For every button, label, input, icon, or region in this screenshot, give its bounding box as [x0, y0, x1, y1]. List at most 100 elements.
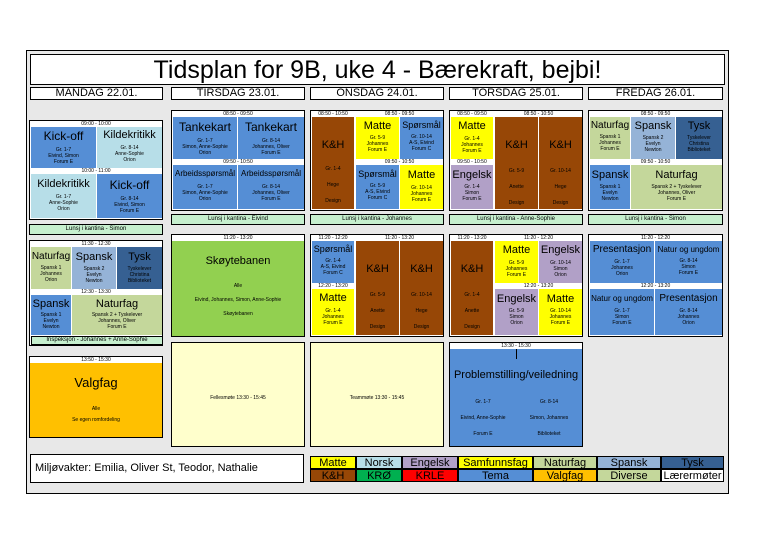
time-label: 08:50 - 09:50 — [384, 111, 415, 117]
lesson-kh: K&H Gr. 5-9 Anette Design — [495, 117, 538, 209]
lesson-title: Matte — [546, 293, 575, 305]
lesson-title: Arbeidsspørsmål — [240, 169, 301, 178]
wednesday-morning: 08:50 - 10:50 08:50 - 09:50 K&H Gr. 1-4 … — [310, 110, 444, 211]
day-header-wednesday: ONSDAG 24.01. — [310, 87, 444, 100]
lesson-title: Natur og ungdom — [657, 245, 720, 254]
time-label: 12:30 - 13:30 — [81, 289, 111, 295]
lesson-title: Matte — [363, 120, 392, 132]
lesson-spansk: Spansk Spansk 2 Evelyn Newton — [631, 117, 675, 159]
lesson-title: Naturfag — [655, 169, 698, 181]
lesson-matte: Matte Gr. 1-4 Johannes Forum E — [451, 117, 493, 159]
legend-diverse: Diverse — [597, 469, 661, 482]
legend-tysk: Tysk — [661, 456, 724, 469]
lesson-title: Spansk — [634, 120, 672, 132]
time-label: 11:20 - 13:20 — [457, 235, 487, 241]
lesson-title: Spansk — [591, 169, 629, 181]
lesson-title: K&H — [410, 263, 433, 275]
lunch-bar: Lunsj i kantina - Johannes — [310, 214, 444, 225]
lesson-tysk: Tysk Tyskelever Christina Biblioteket — [676, 117, 722, 159]
inspection-bar: Inspeksjon - Johannes + Anne-Sophie — [31, 336, 162, 345]
legend-tema: Tema — [458, 469, 533, 482]
lunch-bar: Lunsj i kantina - Eivind — [171, 214, 305, 225]
lesson-tysk: Tysk Tyskelever Christina Biblioteket — [117, 247, 162, 289]
time-label: 13:30 - 15:30 — [450, 343, 582, 349]
group-1-info: Gr. 1-7 Eivind, Anne-Sophie Forum E — [460, 399, 506, 437]
time-label: 12:20 - 13:20 — [640, 283, 671, 289]
day-header-tuesday: TIRSDAG 23.01. — [171, 87, 305, 100]
lesson-kildekritikk: Kildekritikk Gr. 1-7 Anne-Sophie Orion — [31, 174, 96, 218]
group-2-info: Gr. 8-14 Simon, Johannes Biblioteket — [529, 399, 569, 437]
lesson-title: Presentasjon — [659, 293, 718, 304]
time-label: 09:50 - 10:50 — [223, 159, 253, 165]
lesson-presentasjon: Presentasjon Gr. 1-7 Johannes Orion — [590, 241, 654, 283]
time-label: 08:50 - 10:50 — [318, 111, 348, 117]
lesson-presentasjon: Presentasjon Gr. 8-14 Johannes Orion — [655, 289, 722, 335]
lesson-kildekritikk: Kildekritikk Gr. 8-14 Anne-Sophie Orion — [97, 127, 162, 168]
lesson-title: K&H — [460, 263, 484, 275]
legend-samfunnsfag: Samfunnsfag — [458, 456, 533, 469]
lesson-spansk: Spansk Spansk 1 Evelyn Newton — [31, 295, 71, 335]
lesson-spansk: Spansk Spansk 2 Evelyn Newton — [72, 247, 116, 289]
lesson-title: K&H — [505, 139, 528, 151]
lesson-kh: K&H Gr. 10-14 Hege Design — [539, 117, 582, 209]
friday-midday: 11:20 - 12:20 Presentasjon Gr. 1-7 Johan… — [588, 234, 723, 337]
day-header-thursday: TORSDAG 25.01. — [449, 87, 583, 100]
schedule-sheet: Tidsplan for 9B, uke 4 - Bærekraft, bejb… — [26, 50, 729, 494]
legend-valgfag: Valgfag — [533, 469, 597, 482]
lunch-bar: Lunsj i kantina - Anne-Sophie — [449, 214, 583, 225]
lesson-title: Engelsk — [540, 244, 581, 256]
time-label: 09:50 - 10:50 — [457, 159, 487, 165]
lesson-title: Matte — [502, 244, 531, 256]
lunch-bar: Lunsj i kantina - Simon — [588, 214, 723, 225]
lesson-title: Engelsk — [496, 293, 537, 305]
lesson-sporsmal: Spørsmål Gr. 5-9 A-S, Eivind Forum C — [356, 165, 399, 209]
teammote-block: Teammøte 13:30 - 15:45 — [310, 342, 444, 447]
time-label: 11:20 - 12:20 — [523, 235, 554, 241]
lesson-naturfag: Naturfag Spansk 1 Johannes Forum E — [590, 117, 630, 159]
lesson-tankekart: Tankekart Gr. 1-7 Simon, Anne-Sophie Ori… — [173, 117, 237, 159]
lesson-title: Spørsmål — [358, 169, 397, 179]
lesson-title: Naturfag — [590, 120, 630, 131]
lesson-matte: Matte Gr. 5-9 Johannes Forum E — [495, 241, 538, 283]
lesson-title: Tankekart — [178, 120, 232, 134]
monday-midday: 11:30 - 12:30 Naturfag Spansk 1 Johannes… — [29, 240, 163, 346]
time-label: 08:50 - 09:50 — [223, 111, 253, 117]
lesson-engelsk: Engelsk Gr. 1-4 Simon Forum E — [451, 165, 493, 209]
time-label: 11:20 - 13:20 — [384, 235, 415, 241]
lesson-title: Kick-off — [43, 129, 84, 143]
lesson-sporsmal: Spørsmål Gr. 10-14 A-S, Eivind Forum C — [400, 117, 443, 159]
legend-kro: KRØ — [356, 469, 402, 482]
lesson-title: K&H — [321, 139, 345, 151]
lesson-title: Naturfag — [31, 251, 71, 262]
lesson-title: K&H — [549, 139, 572, 151]
time-label: 11:20 - 12:20 — [640, 235, 671, 241]
lesson-problemstilling: 13:30 - 15:30 Problemstilling/veiledning… — [449, 342, 583, 447]
lesson-natur-og-ungdom: Natur og ungdom Gr. 1-7 Simon Forum E — [590, 289, 654, 335]
lesson-arbeidssporsmal: Arbeidsspørsmål Gr. 8-14 Johannes, Olive… — [238, 165, 304, 209]
lesson-matte: Matte Gr. 5-9 Johannes Forum E — [356, 117, 399, 159]
lesson-kh: K&H Gr. 1-4 Anette Design — [451, 241, 493, 335]
lesson-title: Kick-off — [109, 178, 150, 192]
lesson-title: Matte — [407, 169, 436, 181]
lesson-title: Spansk — [75, 251, 113, 263]
day-header-friday: FREDAG 26.01. — [588, 87, 723, 100]
lesson-title: Skøytebanen — [205, 255, 271, 267]
lesson-title: Arbeidsspørsmål — [174, 169, 235, 178]
lesson-kh: K&H Gr. 5-9 Anette Design — [356, 241, 399, 335]
legend-laerermoter: Lærermøter — [661, 469, 724, 482]
lesson-title: Tysk — [128, 251, 151, 263]
lesson-sporsmal: Spørsmål Gr. 1-4 A-S, Eivind Forum C — [312, 241, 354, 283]
wednesday-midday: 11:20 - 12:20 11:20 - 13:20 Spørsmål Gr.… — [310, 234, 444, 337]
lesson-kickoff: Kick-off Gr. 1-7 Eivind, Simon Forum E — [31, 127, 96, 168]
time-label: 10:00 - 11:00 — [81, 168, 111, 174]
lesson-title: Tankekart — [244, 120, 298, 134]
legend-naturfag: Naturfag — [533, 456, 597, 469]
lesson-title: Valgfag — [74, 375, 118, 390]
time-label: 08:50 - 10:50 — [523, 111, 554, 117]
time-label: 11:30 - 12:30 — [81, 241, 111, 247]
divider — [516, 349, 517, 359]
lesson-title: Kildekritikk — [103, 129, 156, 141]
fellesmote-block: Fellesmøte 13:30 - 15:45 — [171, 342, 305, 447]
time-label: 13:50 - 15:30 — [30, 357, 162, 363]
legend-matte: Matte — [310, 456, 356, 469]
